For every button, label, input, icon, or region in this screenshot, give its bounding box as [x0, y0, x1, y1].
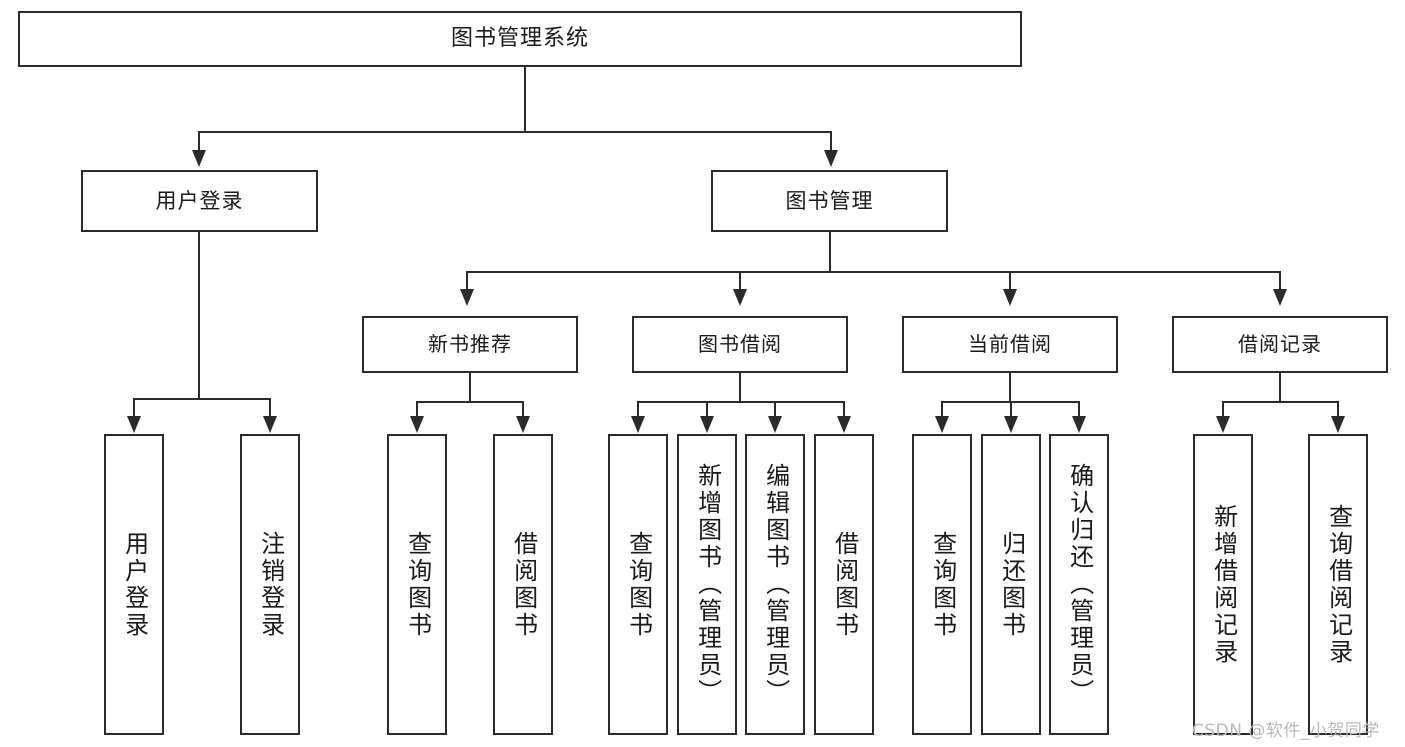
leaf-return-book[interactable]: 归还图书 — [981, 434, 1041, 735]
connector-borrow-drop-3 — [774, 401, 776, 416]
arrow-to-leaf-edit-book — [768, 416, 782, 433]
leaf-add-book[interactable]: 新增图书（管理员） — [677, 434, 737, 735]
connector-level3-bus — [466, 271, 1281, 273]
leaf-label: 借阅图书 — [509, 530, 538, 639]
leaf-label: 查询图书 — [403, 530, 432, 639]
arrow-to-user-login — [192, 150, 206, 167]
connector-current-drop-2 — [1010, 401, 1012, 416]
leaf-query-book-current[interactable]: 查询图书 — [912, 434, 972, 735]
connector-user-login-drop-2 — [269, 398, 271, 416]
leaf-label: 查询图书 — [928, 530, 957, 639]
arrow-to-leaf-query-book-1 — [410, 416, 424, 433]
leaf-confirm-return[interactable]: 确认归还（管理员） — [1049, 434, 1109, 735]
arrow-to-leaf-add-record — [1216, 416, 1230, 433]
leaf-query-book-borrow[interactable]: 查询图书 — [608, 434, 668, 735]
connector-user-login-bus — [133, 398, 270, 400]
leaf-logout[interactable]: 注销登录 — [240, 434, 300, 735]
node-user-login[interactable]: 用户登录 — [81, 170, 318, 232]
arrow-to-leaf-borrow-book-1 — [516, 416, 530, 433]
node-label: 用户登录 — [155, 188, 244, 213]
watermark-text: CSDN @软件_小贺同学 — [1192, 721, 1380, 741]
connector-level2-bus — [198, 131, 832, 133]
node-borrow-record[interactable]: 借阅记录 — [1172, 316, 1388, 373]
connector-level3-drop-4 — [1279, 271, 1281, 289]
arrow-to-book-management — [824, 150, 838, 167]
arrow-to-leaf-query-record — [1331, 416, 1345, 433]
leaf-label: 借阅图书 — [830, 530, 859, 639]
connector-recommend-bus — [416, 401, 524, 403]
connector-borrow-bus — [637, 401, 845, 403]
arrow-to-leaf-confirm-return — [1072, 416, 1086, 433]
connector-current-stem — [1009, 373, 1011, 403]
node-book-borrow[interactable]: 图书借阅 — [632, 316, 848, 373]
connector-level3-drop-1 — [466, 271, 468, 289]
node-book-management-system[interactable]: 图书管理系统 — [18, 11, 1022, 67]
leaf-label: 确认归还（管理员） — [1065, 463, 1094, 706]
arrow-to-leaf-query-book-3 — [935, 416, 949, 433]
arrow-to-leaf-return-book — [1004, 416, 1018, 433]
leaf-label: 归还图书 — [997, 530, 1026, 639]
connector-record-bus — [1222, 401, 1339, 403]
connector-user-login-stem — [198, 232, 200, 400]
connector-level3-drop-3 — [1009, 271, 1011, 289]
leaf-label: 注销登录 — [256, 530, 285, 639]
leaf-user-login[interactable]: 用户登录 — [104, 434, 164, 735]
connector-level2-drop-book — [830, 131, 832, 151]
leaf-label: 查询借阅记录 — [1324, 503, 1353, 666]
connector-root-stem — [524, 67, 526, 132]
connector-user-login-drop-1 — [133, 398, 135, 416]
leaf-label: 用户登录 — [120, 530, 149, 639]
node-label: 图书管理系统 — [450, 26, 589, 52]
connector-record-drop-1 — [1222, 401, 1224, 416]
leaf-query-borrow-record[interactable]: 查询借阅记录 — [1308, 434, 1368, 735]
leaf-add-borrow-record[interactable]: 新增借阅记录 — [1193, 434, 1253, 735]
leaf-edit-book[interactable]: 编辑图书（管理员） — [745, 434, 805, 735]
leaf-label: 新增借阅记录 — [1209, 503, 1238, 666]
connector-current-drop-3 — [1078, 401, 1080, 416]
node-label: 图书借阅 — [698, 332, 782, 356]
arrow-to-book-borrow — [733, 289, 747, 306]
connector-recommend-stem — [469, 373, 471, 403]
arrow-to-leaf-query-book-2 — [631, 416, 645, 433]
arrow-to-borrow-record — [1273, 289, 1287, 306]
connector-book-management-stem — [829, 232, 831, 273]
node-book-management[interactable]: 图书管理 — [711, 170, 948, 232]
arrow-to-leaf-user-login — [127, 416, 141, 433]
connector-level3-drop-2 — [739, 271, 741, 289]
leaf-borrow-book[interactable]: 借阅图书 — [814, 434, 874, 735]
connector-borrow-stem — [739, 373, 741, 403]
connector-current-drop-1 — [941, 401, 943, 416]
arrow-to-current-borrow — [1003, 289, 1017, 306]
leaf-borrow-book-recommend[interactable]: 借阅图书 — [493, 434, 553, 735]
connector-recommend-drop-1 — [416, 401, 418, 416]
arrow-to-leaf-borrow-book-2 — [837, 416, 851, 433]
node-label: 当前借阅 — [968, 332, 1052, 356]
connector-record-drop-2 — [1337, 401, 1339, 416]
arrow-to-leaf-logout — [263, 416, 277, 433]
node-label: 新书推荐 — [428, 332, 512, 356]
connector-record-stem — [1279, 373, 1281, 403]
leaf-label: 查询图书 — [624, 530, 653, 639]
leaf-query-book-recommend[interactable]: 查询图书 — [387, 434, 447, 735]
node-label: 借阅记录 — [1238, 332, 1322, 356]
connector-level2-drop-user — [198, 131, 200, 151]
node-label: 图书管理 — [785, 188, 874, 213]
connector-recommend-drop-2 — [522, 401, 524, 416]
arrow-to-leaf-add-book — [700, 416, 714, 433]
node-current-borrow[interactable]: 当前借阅 — [902, 316, 1118, 373]
arrow-to-new-book-recommend — [460, 289, 474, 306]
leaf-label: 新增图书（管理员） — [693, 463, 722, 706]
leaf-label: 编辑图书（管理员） — [761, 463, 790, 706]
node-new-book-recommend[interactable]: 新书推荐 — [362, 316, 578, 373]
connector-borrow-drop-4 — [843, 401, 845, 416]
connector-borrow-drop-2 — [706, 401, 708, 416]
connector-borrow-drop-1 — [637, 401, 639, 416]
